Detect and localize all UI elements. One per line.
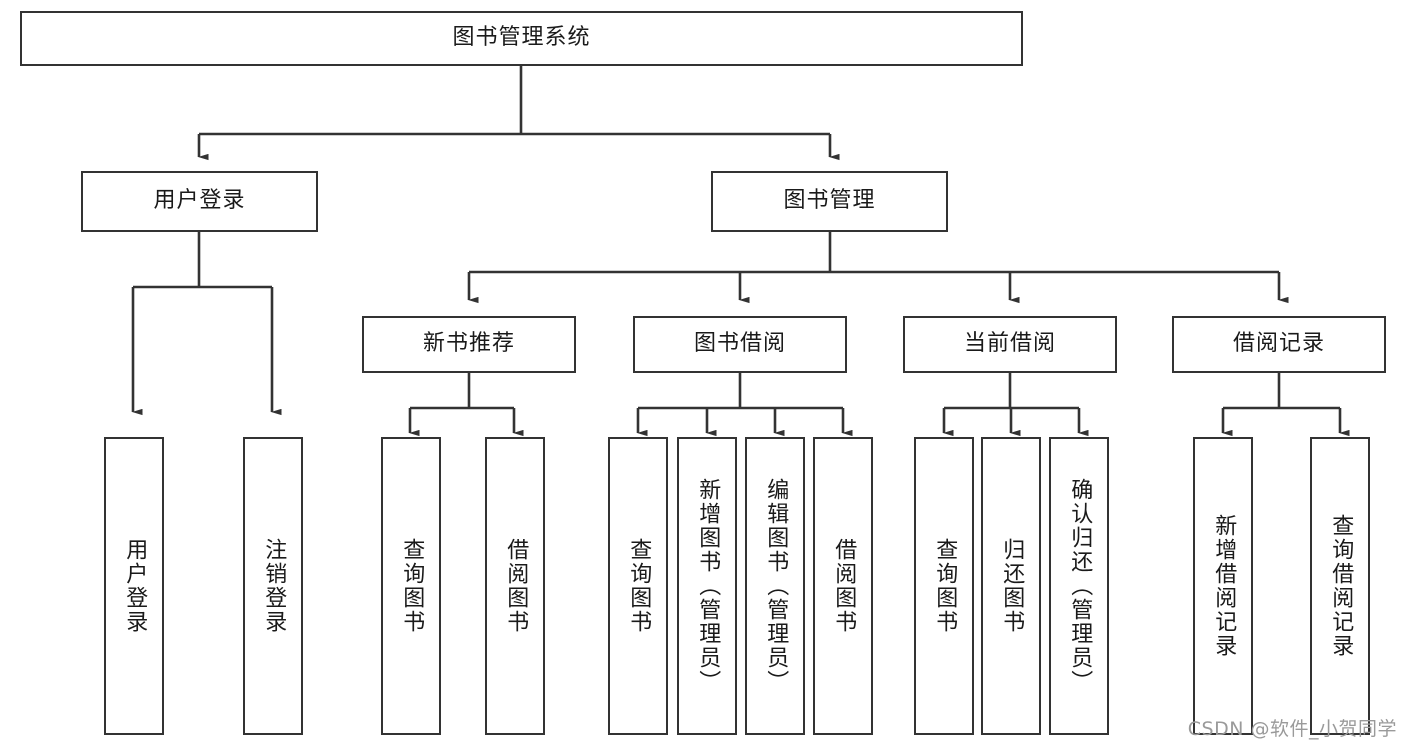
leaf-new-book-query[interactable]: 查询图书: [381, 437, 441, 735]
leaf-borrow-add-book-admin[interactable]: 新增图书（管理员）: [677, 437, 737, 735]
leaf-record-add[interactable]: 新增借阅记录: [1193, 437, 1253, 735]
leaf-label: 查询借阅记录: [1328, 514, 1354, 658]
leaf-current-return-book[interactable]: 归还图书: [981, 437, 1041, 735]
node-user-login[interactable]: 用户登录: [81, 171, 318, 232]
leaf-label: 新增图书（管理员）: [695, 478, 721, 694]
node-new-book-recommend[interactable]: 新书推荐: [362, 316, 576, 373]
node-book-management-label: 图书管理: [783, 188, 876, 214]
node-current-borrow-label: 当前借阅: [963, 331, 1056, 357]
leaf-borrow-query-book[interactable]: 查询图书: [608, 437, 668, 735]
leaf-borrow-edit-book-admin[interactable]: 编辑图书（管理员）: [745, 437, 805, 735]
node-book-borrow[interactable]: 图书借阅: [633, 316, 847, 373]
leaf-label: 确认归还（管理员）: [1067, 478, 1093, 694]
node-user-login-label: 用户登录: [153, 188, 246, 214]
leaf-label: 借阅图书: [831, 538, 857, 634]
leaf-label: 注销登录: [261, 538, 287, 634]
node-root[interactable]: 图书管理系统: [20, 11, 1023, 66]
leaf-user-login-logout[interactable]: 注销登录: [243, 437, 303, 735]
node-borrow-record[interactable]: 借阅记录: [1172, 316, 1386, 373]
leaf-current-query-book[interactable]: 查询图书: [914, 437, 974, 735]
node-current-borrow[interactable]: 当前借阅: [903, 316, 1117, 373]
leaf-label: 查询图书: [399, 538, 425, 634]
leaf-new-book-borrow[interactable]: 借阅图书: [485, 437, 545, 735]
node-root-label: 图书管理系统: [452, 25, 591, 51]
node-borrow-record-label: 借阅记录: [1232, 331, 1325, 357]
leaf-label: 归还图书: [999, 538, 1025, 634]
node-new-book-recommend-label: 新书推荐: [422, 331, 515, 357]
leaf-current-confirm-return-admin[interactable]: 确认归还（管理员）: [1049, 437, 1109, 735]
leaf-label: 用户登录: [122, 538, 148, 634]
leaf-record-query[interactable]: 查询借阅记录: [1310, 437, 1370, 735]
leaf-label: 查询图书: [626, 538, 652, 634]
leaf-label: 编辑图书（管理员）: [763, 478, 789, 694]
leaf-label: 查询图书: [932, 538, 958, 634]
leaf-label: 借阅图书: [503, 538, 529, 634]
leaf-borrow-borrow-book[interactable]: 借阅图书: [813, 437, 873, 735]
leaf-user-login-login[interactable]: 用户登录: [104, 437, 164, 735]
leaf-label: 新增借阅记录: [1211, 514, 1237, 658]
node-book-borrow-label: 图书借阅: [693, 331, 786, 357]
node-book-management[interactable]: 图书管理: [711, 171, 948, 232]
